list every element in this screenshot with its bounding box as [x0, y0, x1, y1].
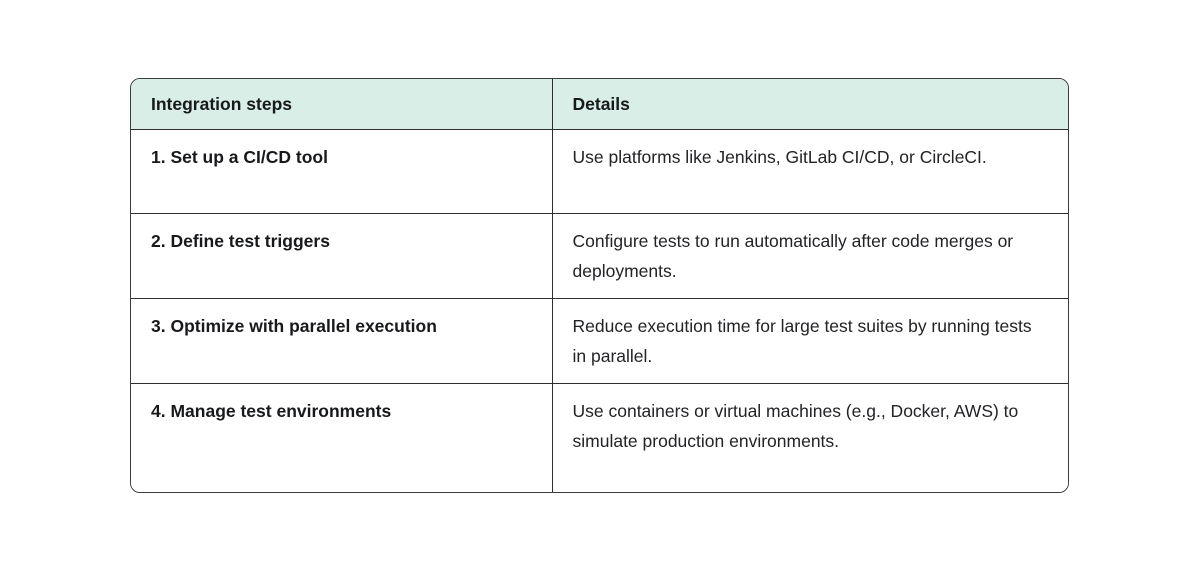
details-cell: Use platforms like Jenkins, GitLab CI/CD…	[551, 129, 1068, 214]
step-cell: 4. Manage test environments	[131, 383, 552, 492]
column-header-integration-steps: Integration steps	[131, 79, 552, 130]
details-cell: Use containers or virtual machines (e.g.…	[551, 383, 1068, 492]
table-header-row: Integration steps Details	[131, 79, 1068, 130]
column-header-details: Details	[551, 79, 1068, 130]
table-row: 3. Optimize with parallel execution Redu…	[131, 298, 1068, 384]
table-row: 1. Set up a CI/CD tool Use platforms lik…	[131, 129, 1068, 214]
steps-details-table: Integration steps Details 1. Set up a CI…	[131, 79, 1068, 492]
step-cell: 3. Optimize with parallel execution	[131, 298, 552, 384]
step-cell: 1. Set up a CI/CD tool	[131, 129, 552, 214]
step-cell: 2. Define test triggers	[131, 213, 552, 299]
details-cell: Configure tests to run automatically aft…	[551, 213, 1068, 299]
integration-steps-table: Integration steps Details 1. Set up a CI…	[130, 78, 1069, 493]
details-cell: Reduce execution time for large test sui…	[551, 298, 1068, 384]
table-row: 4. Manage test environments Use containe…	[131, 383, 1068, 492]
table-row: 2. Define test triggers Configure tests …	[131, 213, 1068, 299]
